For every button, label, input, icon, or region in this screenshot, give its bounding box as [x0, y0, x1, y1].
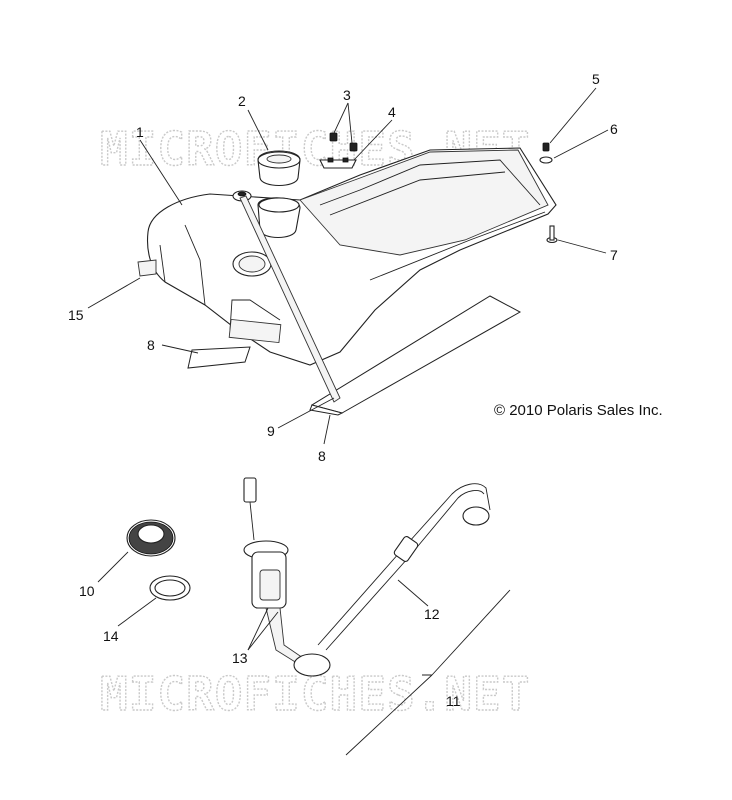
callout-7: 7 [610, 247, 618, 263]
filler-neck [257, 197, 301, 239]
pad-small[interactable] [187, 346, 251, 369]
nut-pair[interactable] [329, 132, 358, 152]
callout-1: 1 [136, 124, 144, 140]
callout-12: 12 [424, 606, 440, 622]
fuel-pump-assembly[interactable] [243, 477, 331, 677]
callout-10: 10 [79, 583, 95, 599]
callout-5: 5 [592, 71, 600, 87]
washer[interactable] [539, 156, 553, 164]
callout-2: 2 [238, 93, 246, 109]
callout-9: 9 [267, 423, 275, 439]
warning-label[interactable] [137, 259, 157, 277]
callout-8-large-pad: 8 [318, 448, 326, 464]
callout-15: 15 [68, 307, 84, 323]
callout-14: 14 [103, 628, 119, 644]
callout-13: 13 [232, 650, 248, 666]
group-bracket [345, 589, 511, 756]
fuel-tank[interactable] [146, 147, 557, 366]
copyright-text: © 2010 Polaris Sales Inc. [494, 402, 663, 419]
callout-8-small-pad: 8 [147, 337, 155, 353]
fuel-cap[interactable] [257, 150, 301, 187]
callout-11: 11 [446, 693, 461, 709]
lock-ring[interactable] [126, 519, 176, 557]
screw[interactable] [542, 142, 550, 152]
vent-tube[interactable] [239, 195, 341, 403]
callout-3: 3 [343, 87, 351, 103]
pad-large-end [309, 404, 344, 416]
callout-6: 6 [610, 121, 618, 137]
callout-4: 4 [388, 104, 396, 120]
fuel-line[interactable] [317, 483, 491, 651]
bracket[interactable] [319, 157, 357, 169]
bolt[interactable] [546, 225, 558, 244]
fuel-pump-opening [232, 251, 272, 277]
seal-ring[interactable] [149, 575, 191, 601]
